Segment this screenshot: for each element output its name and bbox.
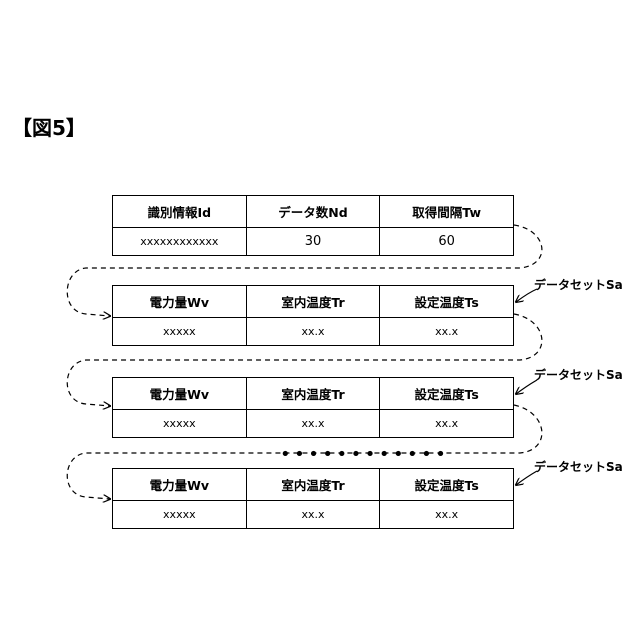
label-pointer-3 (516, 471, 537, 485)
label-pointer-1 (516, 289, 537, 302)
flow-arrow-1 (67, 225, 542, 316)
flow-arrow-3 (67, 405, 542, 499)
label-pointer-2 (516, 380, 537, 394)
flow-arrow-2 (67, 314, 542, 406)
